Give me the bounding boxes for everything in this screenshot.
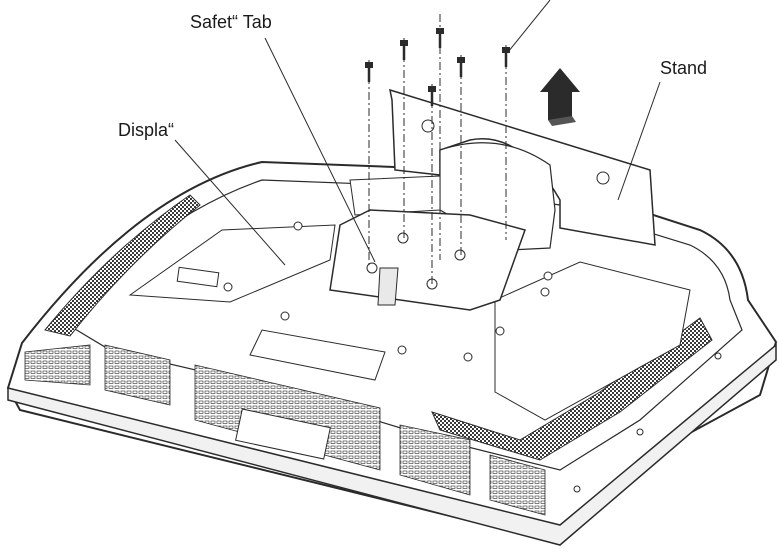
rear-plate-left [128,224,336,303]
front-vents [24,344,546,516]
label-plate [249,329,386,381]
screw-icon [365,60,373,268]
mounting-bracket [329,209,526,311]
right-speaker-grille [431,317,713,461]
screw-icon [428,84,436,284]
left-speaker-grille [44,194,201,337]
safety-tab-label: Safet“ Tab [190,12,272,32]
stand-label: Stand [660,58,707,78]
up-arrow-icon [540,68,580,126]
rear-plate-right [494,261,691,421]
screw-icon [436,14,444,260]
screw-icon [457,55,465,255]
screw-icon [502,45,510,240]
screw-icon [400,38,408,238]
display-label: Displa“ [118,120,174,140]
fasteners [223,221,722,493]
leader-lines [174,0,661,266]
screws [365,14,510,284]
